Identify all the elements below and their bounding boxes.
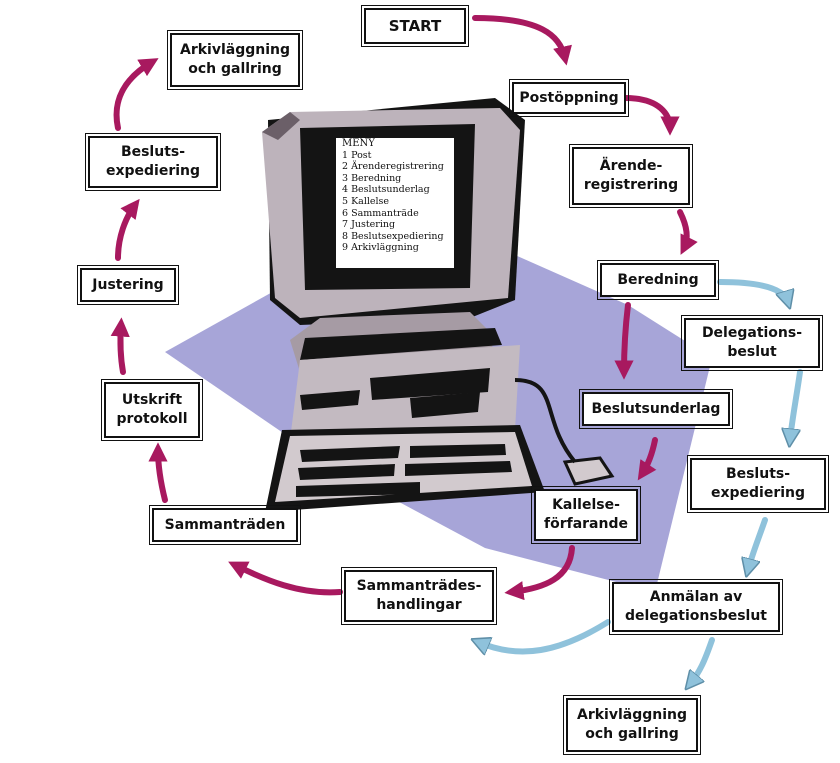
menu-item-2: 2 Ärenderegistrering	[342, 161, 444, 173]
step-kallelseforfarande: Kallelse- förfarande	[531, 486, 641, 544]
step-label: Postöppning	[519, 89, 619, 106]
step-arenderegistrering: Ärende- registrering	[569, 144, 693, 208]
arrow-beredning-to-delegationsbeslut	[717, 279, 788, 302]
arrow-kallelse-to-sammantradeshandlingar	[504, 545, 575, 601]
step-arkivlaggning-bottom: Arkivläggning och gallring	[563, 695, 701, 755]
step-label: Kallelse-	[552, 497, 620, 514]
menu-item-1: 1 Post	[342, 149, 372, 161]
step-label: förfarande	[544, 516, 628, 532]
step-label: Arkivläggning	[179, 42, 291, 59]
menu-item-4: 4 Beslutsunderlag	[342, 184, 430, 196]
step-label: handlingar	[376, 597, 462, 613]
step-label: expediering	[105, 163, 201, 179]
screen-menu: MENY 1 Post 2 Ärenderegistrering 3 Bered…	[336, 138, 454, 268]
menu-item-9: 9 Arkivläggning	[342, 242, 419, 254]
arrow-beredning-to-beslutsunderlag	[614, 302, 634, 380]
menu-item-8: 8 Beslutsexpediering	[342, 230, 444, 242]
step-label: Arkivläggning	[576, 707, 688, 724]
arrow-beslutsexpediering-to-anmalan	[748, 517, 768, 570]
step-label: Ärende-	[599, 158, 663, 175]
step-delegationsbeslut: Delegations- beslut	[681, 315, 823, 371]
step-label: registrering	[583, 177, 679, 193]
step-label: Sammanträdes-	[356, 578, 482, 595]
step-start: START	[361, 5, 469, 47]
step-beredning: Beredning	[597, 260, 719, 300]
step-justering: Justering	[77, 265, 179, 305]
step-postoppning: Postöppning	[509, 79, 629, 117]
arrow-anmalan-to-arkivlaggning	[690, 637, 715, 684]
step-label: Beslutsunderlag	[591, 400, 721, 417]
step-sammantraden: Sammanträden	[149, 505, 301, 545]
arrow-justering-to-beslutsexpediering	[115, 198, 140, 261]
step-label: och gallring	[585, 726, 679, 742]
step-arkivlaggning-top: Arkivläggning och gallring	[167, 30, 303, 90]
step-utskrift-protokoll: Utskrift protokoll	[101, 379, 203, 441]
arrow-sammantradeshandlingar-to-sammantraden	[228, 561, 343, 596]
step-label: delegationsbeslut	[625, 608, 767, 624]
step-beslutsunderlag: Beslutsunderlag	[579, 389, 733, 429]
step-label: Sammanträden	[164, 516, 286, 533]
delegation-flow-arrows	[478, 279, 803, 684]
menu-item-6: 6 Sammanträde	[342, 207, 419, 219]
step-beslutsexpediering-left: Besluts- expediering	[85, 133, 221, 191]
arrow-start-to-postoppning	[472, 15, 572, 66]
step-label: START	[388, 16, 442, 35]
arrow-postoppning-to-arenderegistrering	[622, 95, 680, 136]
step-label: Delegations-	[701, 325, 803, 342]
step-label: Besluts-	[120, 144, 186, 161]
step-label: beslut	[727, 344, 777, 360]
step-label: och gallring	[188, 61, 282, 77]
step-label: Justering	[92, 276, 164, 293]
main-flow-arrows	[110, 15, 698, 601]
menu-item-7: 7 Justering	[342, 219, 396, 231]
step-sammantradeshandlingar: Sammanträdes- handlingar	[341, 567, 497, 625]
menu-title: MENY	[342, 138, 375, 149]
arrow-sammantraden-to-utskrift	[148, 442, 168, 503]
arrow-beslutsunderlag-to-kallelse	[637, 437, 658, 481]
step-beslutsexpediering-right: Besluts- expediering	[687, 455, 829, 513]
step-anmalan-delegationsbeslut: Anmälan av delegationsbeslut	[609, 579, 783, 635]
step-label: protokoll	[116, 411, 188, 427]
step-label: Utskrift	[121, 392, 183, 409]
step-label: Besluts-	[725, 466, 791, 483]
arrow-anmalan-to-sammantradeshandlingar	[478, 619, 611, 652]
arrow-beslutsexpediering-to-arkivlaggning	[113, 58, 159, 131]
step-label: Beredning	[617, 271, 699, 288]
arrow-arenderegistrering-to-beredning	[677, 209, 698, 255]
arrow-utskrift-to-justering	[110, 317, 130, 375]
arrow-delegationsbeslut-to-beslutsexpediering	[790, 369, 803, 440]
step-label: expediering	[710, 485, 806, 501]
menu-item-3: 3 Beredning	[342, 172, 402, 184]
step-label: Anmälan av	[649, 589, 743, 606]
menu-item-5: 5 Kallelse	[342, 195, 390, 207]
